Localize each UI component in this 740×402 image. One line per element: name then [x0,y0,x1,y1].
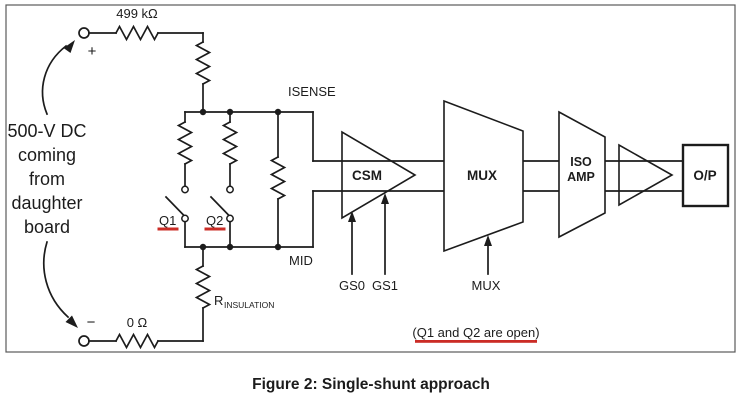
switch-contact-icon [226,214,234,223]
gs1-arrowhead-icon [381,193,389,204]
csm-label: CSM [352,168,382,183]
top-resistor-value: 499 kΩ [116,6,158,21]
source-line-2: coming [18,145,76,165]
curved-arrow-to-plus [41,44,68,116]
resistor-499k-icon [114,24,160,42]
csm-block: CSM [341,130,417,220]
iso-amp-label-line2: AMP [567,170,595,184]
switch-q1-blade-icon [164,195,186,217]
arrowhead-plus-icon [63,40,75,53]
plus-sign: + [88,43,97,60]
gs1-label: GS1 [372,278,398,293]
iso-amp-block: ISO AMP [558,110,606,239]
gs0-arrowhead-icon [348,211,356,222]
gs0-label: GS0 [339,278,365,293]
output-label: O/P [693,168,716,183]
control-signals: GS0 GS1 MUX [339,193,501,293]
switch-contact-icon [181,214,189,223]
note-text: (Q1 and Q2 are open) [412,325,539,340]
switch-contact-icon [181,185,189,194]
plus-terminal-icon [78,27,90,39]
r-insulation-label: R [214,293,223,308]
signal-lines [312,111,684,248]
buffer-triangle-icon [618,143,674,207]
source-line-1: 500-V DC [7,121,86,141]
mux-select-label: MUX [472,278,501,293]
top-input-branch: + 499 kΩ [78,6,212,113]
junction-dot [199,243,207,251]
source-line-4: daughter [11,193,82,213]
resistor-insulation-icon [194,264,212,310]
q1-red-underline [157,227,179,231]
q1-label: Q1 [159,213,176,228]
shunt-branch-q1: Q1 [157,111,194,248]
csm-triangle-icon [341,130,417,220]
rails: ISENSE MID [184,84,336,268]
minus-sign: − [87,314,96,331]
switch-q2-blade-icon [209,195,231,217]
source-line-3: from [29,169,65,189]
output-box-icon [681,143,730,208]
minus-terminal-icon [78,335,90,347]
resistor-branch1-icon [176,120,194,166]
iso-amp-label-line1: ISO [570,155,592,169]
junction-dot [199,108,207,116]
figure-caption: Figure 2: Single-shunt approach [252,376,490,393]
bottom-input-branch: − 0 Ω R INSULATION [78,246,274,350]
mux-select-arrowhead-icon [484,235,492,246]
resistor-0ohm-icon [114,332,160,350]
source-annotation: 500-V DC coming from daughter board [7,40,87,328]
figure-border [5,4,736,353]
mux-label: MUX [467,168,497,183]
output-block: O/P [681,143,730,208]
curved-arrow-to-minus [43,240,70,319]
iso-amp-trapezoid-icon [558,110,606,239]
bottom-resistor-value: 0 Ω [127,315,148,330]
shunt-branch-q2: Q2 [204,111,239,248]
source-line-5: board [24,217,70,237]
resistor-shunt-icon [269,155,287,201]
resistor-branch2-icon [221,120,239,166]
arrowhead-minus-icon [65,315,78,328]
switch-contact-icon [226,185,234,194]
r-insulation-subscript: INSULATION [224,300,274,310]
resistor-series-icon [194,40,212,86]
mux-block: MUX [443,99,524,253]
note-annotation: (Q1 and Q2 are open) [412,325,540,343]
q2-label: Q2 [206,213,223,228]
shunt-resistor-branch [269,111,287,248]
note-red-underline [415,340,537,343]
q2-red-underline [204,227,226,231]
mid-net-label: MID [289,253,313,268]
mux-trapezoid-icon [443,99,524,253]
isense-net-label: ISENSE [288,84,336,99]
